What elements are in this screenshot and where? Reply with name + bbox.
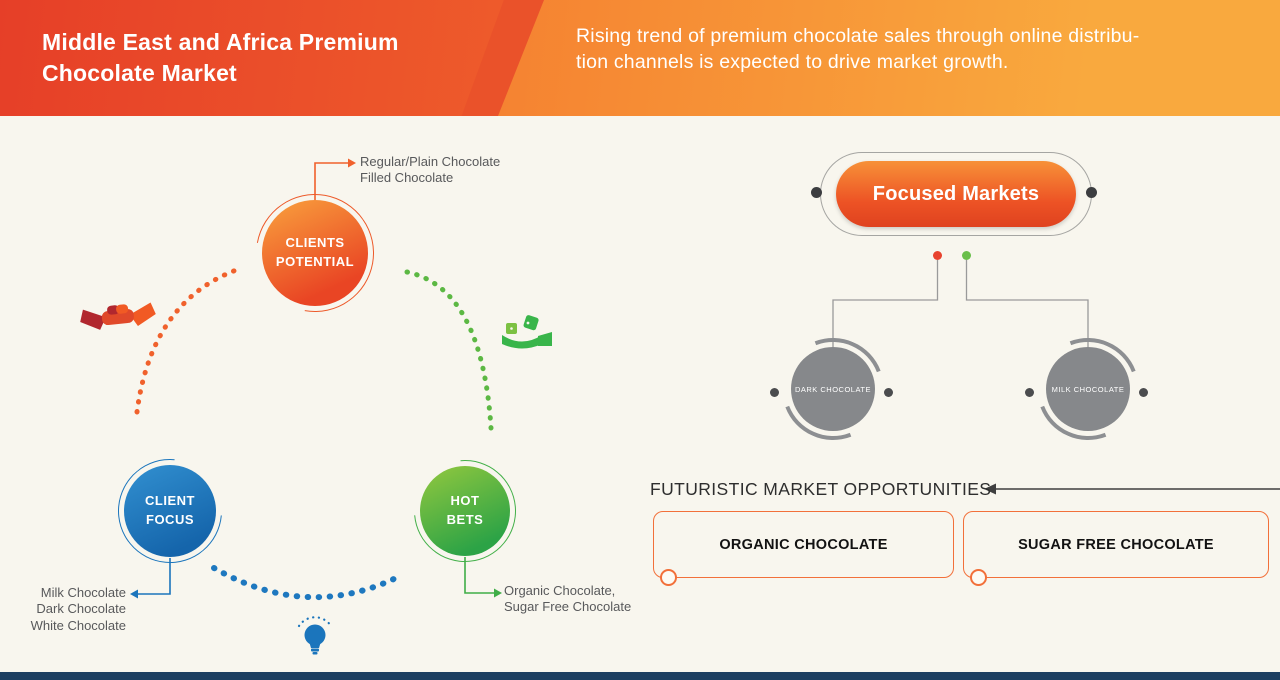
tree-connector-milk-chocolate [965, 260, 1089, 347]
dotted-arc-blue [211, 565, 403, 601]
node-clients-potential-line1: CLIENTS [285, 235, 345, 251]
note-client-focus-line2: Dark Chocolate [36, 601, 126, 617]
note-clients-potential-line2: Filled Chocolate [360, 170, 454, 186]
opportunity-box1-corner-ring [660, 569, 677, 586]
page-title-line1: Middle East and Africa Premium [42, 29, 399, 55]
lightbulb-icon [297, 616, 333, 655]
note-client-focus-line3: White Chocolate [30, 617, 126, 633]
node-milk-chocolate: MILK CHOCOLATE [1046, 347, 1130, 431]
focused-markets-pill: Focused Markets [836, 161, 1076, 227]
page-title: Middle East and Africa Premium Chocolate… [42, 27, 399, 89]
tree-connector-dark-chocolate [832, 260, 939, 347]
handshake-icon [80, 302, 156, 330]
note-hot-bets: Organic Chocolate, Sugar Free Chocolate [504, 583, 631, 616]
callout-arrow-clients-potential [348, 158, 356, 168]
node-client-focus-line1: CLIENT [145, 493, 195, 509]
note-hot-bets-line1: Organic Chocolate, [504, 583, 616, 598]
branch-dot-red [933, 251, 942, 260]
dotted-arc-orange [134, 265, 245, 415]
diagram-lines-layer [80, 158, 1280, 655]
page-title-line2: Chocolate Market [42, 59, 237, 86]
node-clients-potential-line2: POTENTIAL [275, 254, 355, 269]
node-dark-chocolate: DARK CHOCOLATE [791, 347, 875, 431]
opportunity-box-sugar-free-chocolate: SUGAR FREE CHOCOLATE [963, 511, 1269, 578]
page-subtitle: Rising trend of premium chocolate sales … [576, 23, 1139, 75]
dotted-arc-green [404, 269, 494, 431]
node-client-focus-line2: FOCUS [146, 512, 194, 527]
note-clients-potential-line1: Regular/Plain Chocolate [360, 154, 501, 169]
node-hot-bets: HOT BETS [420, 466, 510, 556]
note-client-focus: Milk Chocolate Dark Chocolate White Choc… [10, 585, 126, 634]
opportunities-arrow-head [984, 483, 996, 495]
header-right-panel [498, 0, 1280, 116]
page-subtitle-line1: Rising trend of premium chocolate sales … [576, 25, 1140, 47]
opportunity-box-organic-chocolate: ORGANIC CHOCOLATE [653, 511, 954, 578]
money-in-hand-icon [502, 315, 552, 349]
dark-chocolate-right-dot [884, 388, 893, 397]
callout-line-clients-potential [314, 162, 348, 200]
opportunity-box2-corner-ring [970, 569, 987, 586]
focused-markets-right-dot [1086, 187, 1097, 198]
callout-line-client-focus [138, 558, 171, 595]
callout-arrow-hot-bets [494, 588, 502, 598]
dark-chocolate-left-dot [770, 388, 779, 397]
callout-arrow-client-focus [130, 589, 138, 599]
page-subtitle-line2: tion channels is expected to drive marke… [576, 51, 1009, 74]
milk-chocolate-left-dot [1025, 388, 1034, 397]
callout-line-hot-bets [464, 557, 494, 594]
node-client-focus: CLIENT FOCUS [124, 465, 216, 557]
node-hot-bets-line2: BETS [446, 512, 484, 527]
opportunities-title: FUTURISTIC MARKET OPPORTUNITIES [650, 479, 992, 499]
node-clients-potential: CLIENTS POTENTIAL [262, 200, 368, 306]
note-clients-potential: Regular/Plain Chocolate Filled Chocolate [360, 154, 500, 187]
note-client-focus-line1: Milk Chocolate [40, 585, 126, 600]
diagram-area: CLIENTS POTENTIAL CLIENT FOCUS HOT BETS … [0, 116, 1280, 680]
branch-dot-green [962, 251, 971, 260]
note-hot-bets-line2: Sugar Free Chocolate [504, 599, 632, 615]
focused-markets-left-dot [811, 187, 822, 198]
footer-navy-bar [0, 672, 1280, 680]
header-banner: Middle East and Africa Premium Chocolate… [0, 0, 1280, 116]
node-hot-bets-line1: HOT [450, 493, 480, 509]
milk-chocolate-right-dot [1139, 388, 1148, 397]
